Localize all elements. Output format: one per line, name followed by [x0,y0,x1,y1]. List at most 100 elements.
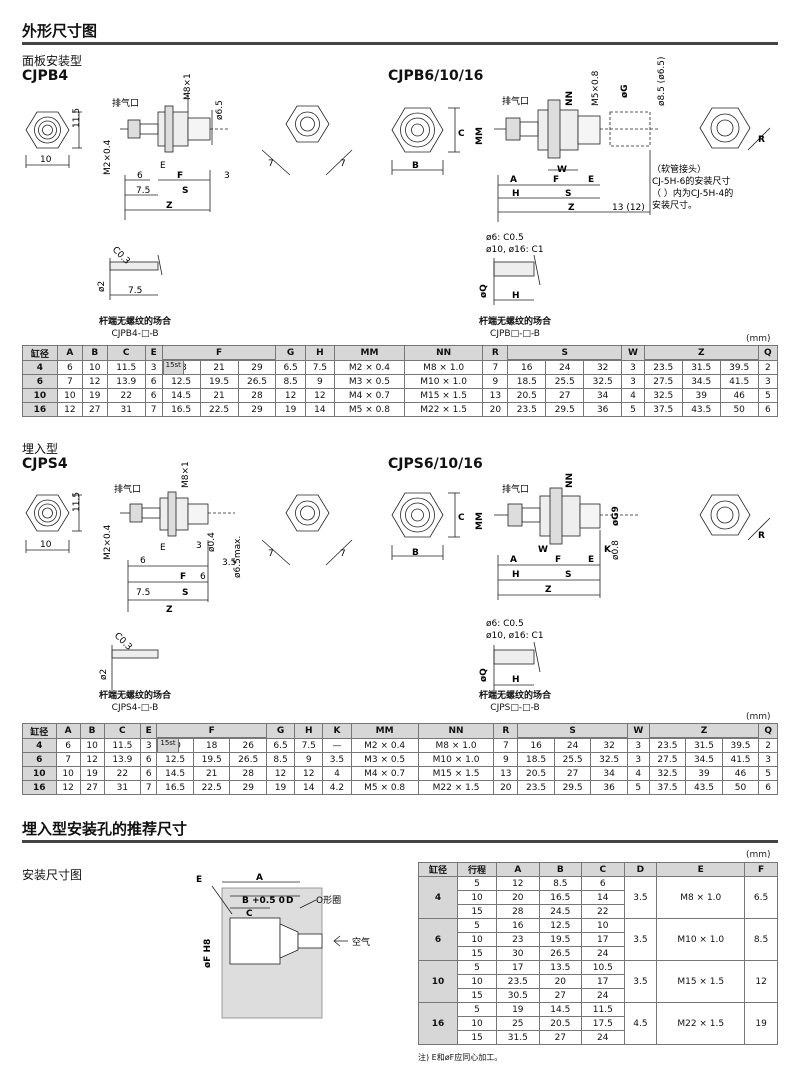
cjpb4-dim-e: E [160,161,166,171]
table-cell: 31.5 [496,1030,540,1045]
table-cell: 5 [457,1002,498,1017]
table-cell: 15 [457,904,498,919]
table-cell-D: 3.5 [623,876,658,919]
cjps6-dim-z: Z [545,585,552,595]
cjps4-rod-dia2: ø2 [99,669,109,680]
table-cell: 30 [496,946,540,961]
cjps6-dim-e: E [588,555,594,565]
cjps4-dim-m8: M8×1 [181,461,191,488]
cjps4-hex-7b: 7 [340,549,346,559]
cjpb4-rod-dia2: ø2 [97,281,107,292]
table-cell: 50 [719,402,759,417]
cjps6-dim-mm: MM [475,512,485,530]
table2-unit: (mm) [746,712,771,722]
table-cell: 31 [103,780,142,795]
cjps6-dim-dia08: ø0.8 [611,540,621,560]
mount-oring-label: O形圈 [316,894,341,906]
section-divider [22,42,778,45]
tube-note-2: CJ-5H-6的安装尺寸 [652,175,730,187]
table-cell: 15 [457,1030,498,1045]
t1-col-MM: MM [334,345,405,361]
table-cell: 20 [538,974,583,989]
cjpb6-exhaust-label: 排气口 [502,95,529,107]
table1-head: 缸径ABCEFGHMMNNRSWZQ5st10st15st5st10st15st… [22,345,779,375]
table-embed-mount: 缸径ABCEFGHKMMNNRSWZQ5st10st15st5st10st15s… [22,723,778,795]
cjpb6-hex-right [699,107,751,149]
table-cell: 5 [457,876,498,891]
cjpb4-rod-7-5: 7.5 [128,286,142,296]
cjps6-dim-h: H [512,570,520,580]
cjps6-caption: 杆端无螺纹的场合 CJPS□-□-B [440,690,590,714]
t1-col-F: F [161,345,277,360]
cjps6-rod-h: H [512,675,520,685]
t3-col-C: C [581,862,625,877]
table-cell: 26.5 [538,946,583,961]
table-cell: 16 [22,780,57,795]
table-cell: 17 [496,960,540,975]
cjpb4-dim-m8: M8×1 [183,73,193,100]
cjps6-dim-nn: NN [565,473,575,488]
table-cell: 36 [583,402,623,417]
cjps4-dim-3-5: 3.5 [222,558,236,568]
cjpb6-rod-q: øQ [479,284,489,298]
cjpb4-hex-rotated [285,105,330,143]
cjpb4-hex-7b: 7 [340,159,346,169]
table-cell: 11.5 [581,1002,625,1017]
table-cell: 5 [457,960,498,975]
cjps6-dim-g9: øG9 [611,506,621,526]
table-cell: 17 [581,932,625,947]
cjps6-caption-title: 杆端无螺纹的场合 [478,691,551,701]
cjpb4-dim-11-5: 11.5 [72,108,82,128]
table-cell: 24 [581,946,625,961]
model-cjpb4: CJPB4 [22,68,69,84]
table1-unit: (mm) [746,334,771,344]
table-cell: 4.2 [322,780,352,795]
cjps4-dim-6a: 6 [140,556,146,566]
t2-col-G: G [265,723,296,739]
t1-col-缸径: 缸径 [22,345,58,361]
table-cell-E: M8 × 1.0 [656,876,746,919]
embed-mount-title: 埋入型 [22,442,59,456]
table-cell: 13 [493,766,519,781]
cjps6-hex-right [699,494,751,536]
bore-cell: 4 [417,876,459,919]
cjps6-dim-a: A [510,555,517,565]
table-cell: 20 [493,780,519,795]
table-cell: 19 [496,1002,540,1017]
table-panel-mount: 缸径ABCEFGHMMNNRSWZQ5st10st15st5st10st15st… [22,345,779,417]
cjpb6-dim-g: øG [620,84,630,98]
cjpb6-dim-a: A [510,175,517,185]
t2-col-E: E [140,723,158,739]
cjps4-caption-model: CJPS4-□-B [111,703,159,713]
table-cell: 17.5 [581,1016,625,1031]
table-cell: 24 [581,1030,625,1045]
cjps4-exhaust-label: 排气口 [114,483,141,495]
cjps6-dim-f: F [555,555,561,565]
table-cell: 16 [496,918,540,933]
mount-figure-label: 安装尺寸图 [22,868,83,882]
table-cell: 22 [581,904,625,919]
table-cell: 27 [79,780,105,795]
cjpb4-dim-s: S [182,186,188,196]
table-cell: 5 [626,780,650,795]
cjpb6-caption: 杆端无螺纹的场合 CJPB□-□-B [440,316,590,340]
table-cell: 27 [538,988,583,1003]
table-cell: 43.5 [681,402,721,417]
mount-dim-b: B +0.5 0 [242,896,285,906]
cjpb6-dim-s: S [565,189,571,199]
t2-stroke-Z-15st: 15st [157,738,179,753]
mount-dim-f: øF H8 [203,939,213,968]
t2-col-R: R [493,723,519,739]
cjpb4-dim-6: 6 [137,171,143,181]
section-title-outline: 外形尺寸图 [22,22,98,40]
table-cell: 16 [22,402,58,417]
cjps4-dim-s: S [182,588,188,598]
